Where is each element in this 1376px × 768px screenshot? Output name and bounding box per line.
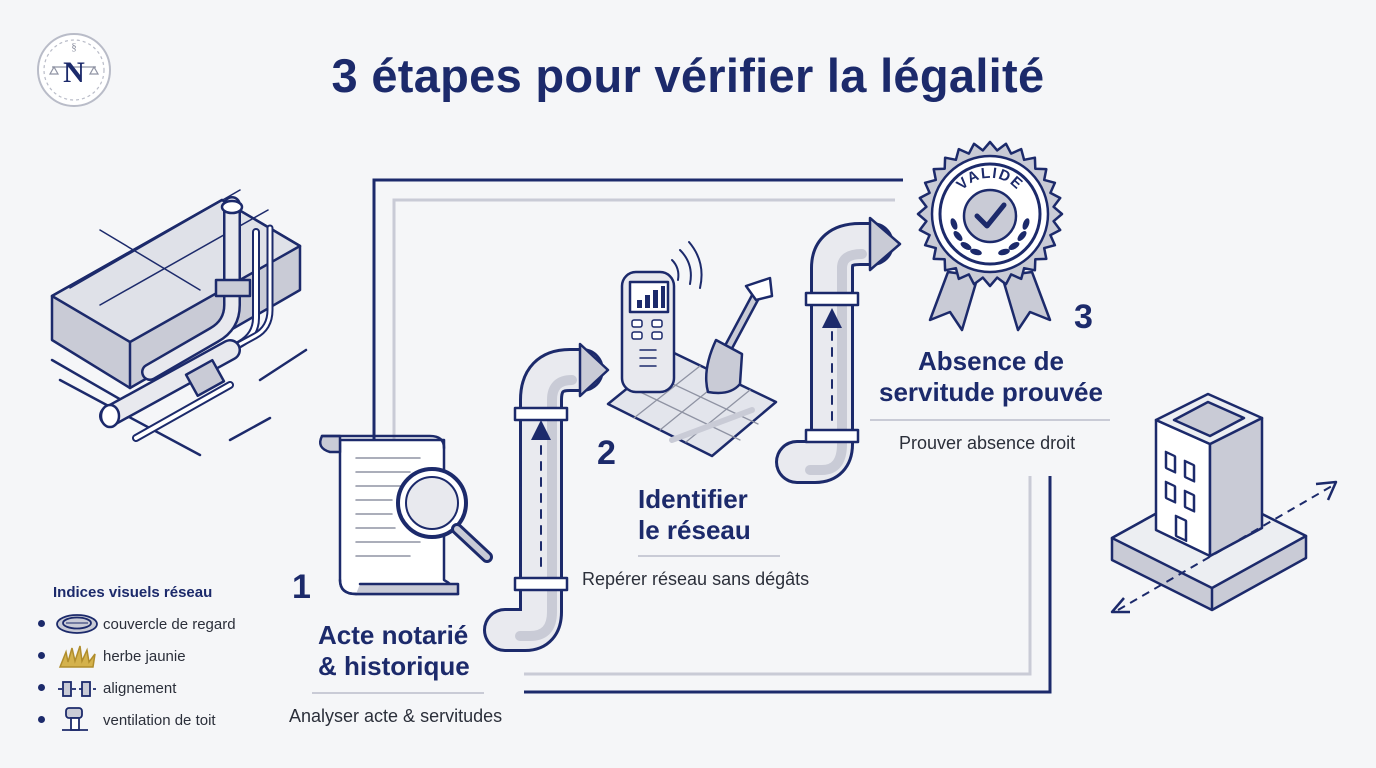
step-1-description: Analyser acte & servitudes [289,706,503,726]
underground-pipes-illustration [50,189,308,457]
step-1-title-line2: & historique [318,651,470,681]
page-title: 3 étapes pour vérifier la légalité [331,49,1045,102]
step-2-description: Repérer réseau sans dégâts [582,569,810,589]
building-illustration [1110,392,1338,614]
step-3-title-line2: servitude prouvée [879,377,1103,407]
legend-label: herbe jaunie [103,648,186,665]
step-1-number: 1 [292,568,311,606]
pipe-step-2 [775,216,902,484]
scales-icon [48,65,100,75]
roof-vent-icon [62,707,88,731]
valide-badge-icon: VALIDE [916,140,1064,332]
yellow-grass-icon [58,645,96,668]
legend-bullet [38,684,45,691]
detector-shovel-icon [606,241,778,458]
notary-logo: N § [37,33,111,107]
step-2-title-line1: Identifier [638,484,748,514]
legend-label: alignement [103,680,177,697]
step-2-number: 2 [597,434,616,472]
legend-label: ventilation de toit [103,712,216,729]
step-title-underlines [312,419,1110,694]
logo-letter: N [63,56,85,89]
step-3-title-line1: Absence de [918,346,1064,376]
legend-bullet [38,620,45,627]
section-symbol: § [71,41,77,53]
legend-bullet [38,716,45,723]
legend-bullet [38,652,45,659]
legend-label: couvercle de regard [103,616,236,633]
step-3-description: Prouver absence droit [899,433,1076,453]
step-3-number: 3 [1074,298,1093,336]
legend-title: Indices visuels réseau [53,584,213,601]
step-2-title-line2: le réseau [638,515,751,545]
pipe-step-1 [483,342,610,652]
step-1-title-line1: Acte notarié [318,620,469,650]
manhole-cover-icon [56,614,98,634]
document-magnifier-icon [319,434,493,596]
alignment-icon [58,681,96,697]
